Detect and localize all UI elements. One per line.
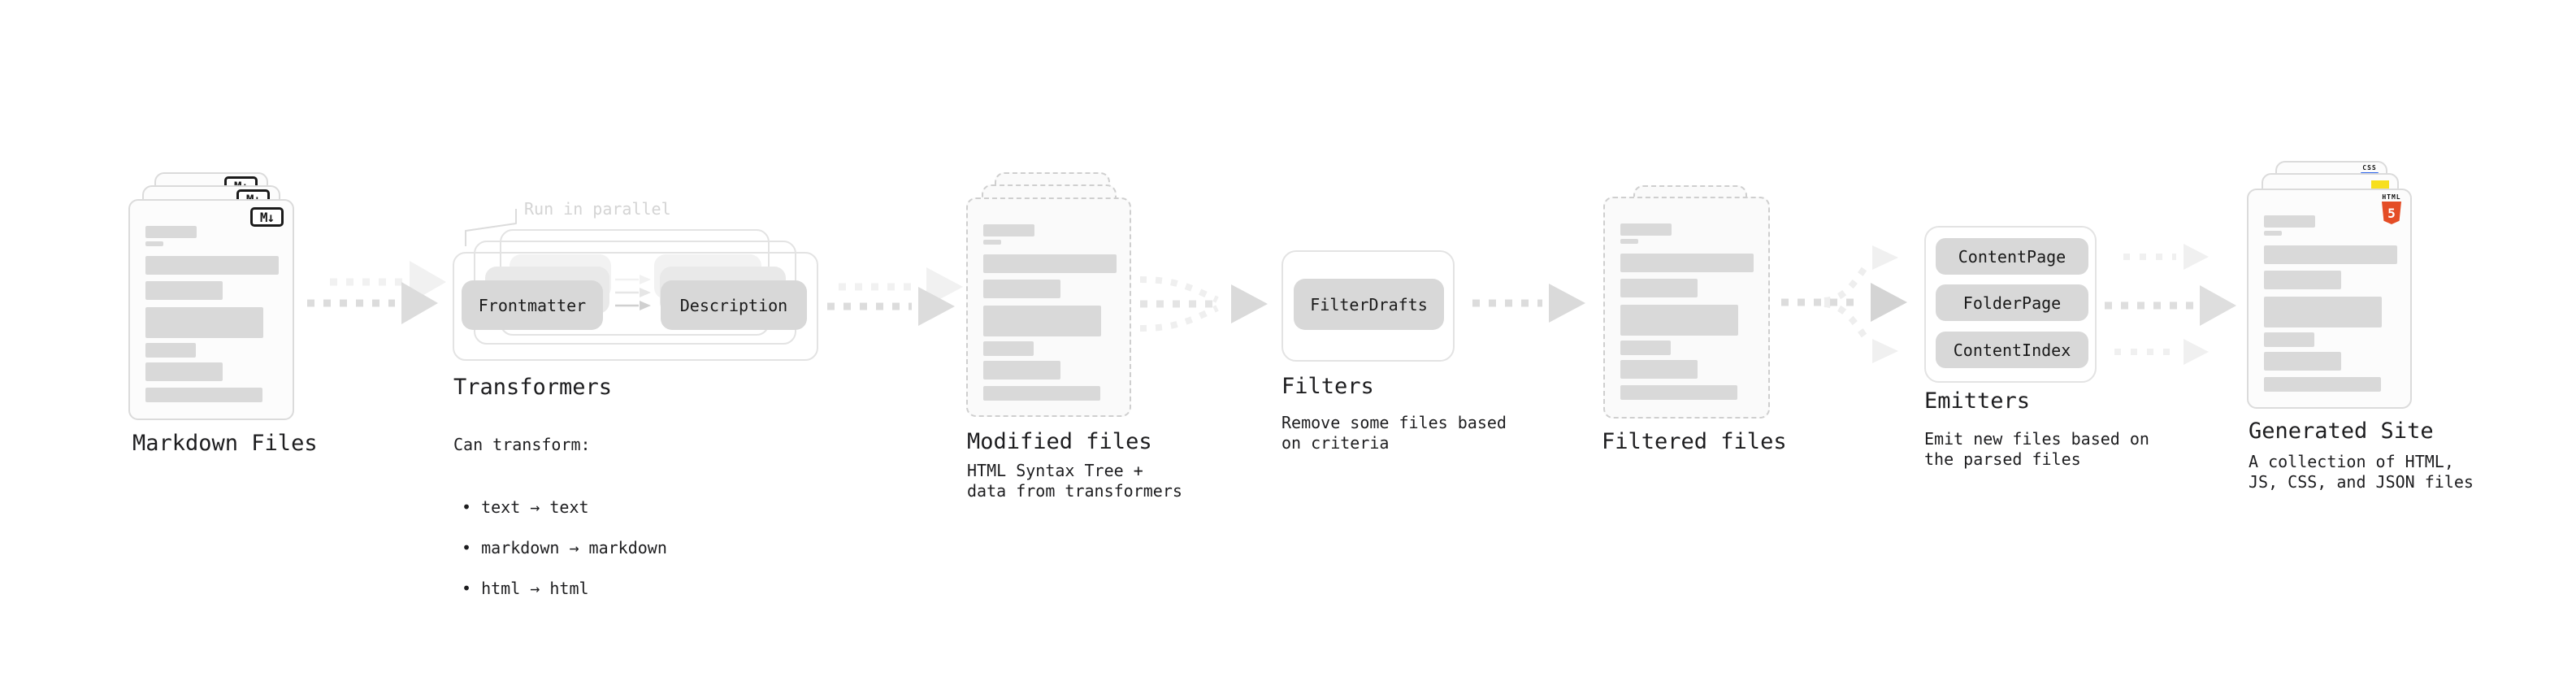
markdown-doc-front: M↓ bbox=[128, 199, 294, 420]
generated-site-stack: CSS HTML 5 bbox=[2247, 161, 2413, 413]
markdown-icon: M↓ bbox=[250, 207, 284, 227]
document-skeleton bbox=[145, 226, 279, 402]
filters-container: FilterDrafts bbox=[1281, 250, 1455, 362]
node-folderpage: FolderPage bbox=[1936, 284, 2088, 321]
bullet-markdown-to-markdown: • markdown → markdown bbox=[462, 538, 667, 557]
arrow-modified-to-filters bbox=[1139, 276, 1268, 332]
modified-doc-front bbox=[966, 197, 1131, 417]
markdown-files-stack: M↓ M↓ M↓ bbox=[128, 172, 294, 420]
filtered-files-label: Filtered files bbox=[1602, 429, 1787, 454]
arrow-transformers-to-modified bbox=[827, 267, 963, 326]
modified-files-label: Modified files bbox=[967, 429, 1152, 454]
js-icon bbox=[2371, 180, 2389, 189]
node-contentpage: ContentPage bbox=[1936, 238, 2088, 275]
html5-icon-label: HTML bbox=[2382, 193, 2401, 201]
bullet-html-to-html: • html → html bbox=[462, 579, 589, 598]
html5-icon-shield: 5 bbox=[2382, 202, 2401, 224]
emitters-label: Emitters bbox=[1924, 388, 2031, 414]
filters-label: Filters bbox=[1281, 374, 1374, 399]
modified-files-stack bbox=[966, 172, 1133, 420]
node-filterdrafts: FilterDrafts bbox=[1294, 279, 1444, 330]
filtered-files-stack bbox=[1603, 185, 1771, 421]
annotation-callout-line bbox=[465, 209, 517, 246]
emitters-caption: Emit new files based on the parsed files bbox=[1924, 429, 2149, 469]
html-doc-front: HTML 5 bbox=[2247, 189, 2412, 409]
arrow-markdown-to-transformers bbox=[307, 261, 446, 324]
transformers-label: Transformers bbox=[453, 375, 613, 400]
can-transform-heading: Can transform: bbox=[453, 435, 591, 454]
arrow-emitters-to-generated bbox=[2105, 244, 2236, 365]
bullet-text-to-text: • text → text bbox=[462, 497, 589, 517]
markdown-files-label: Markdown Files bbox=[132, 431, 318, 456]
arrow-filtered-to-emitters bbox=[1781, 245, 1907, 363]
transformers-caption: Can transform: • text → text • markdown … bbox=[453, 414, 667, 640]
arrow-filters-to-filtered bbox=[1472, 284, 1585, 323]
filters-caption: Remove some files based on criteria bbox=[1281, 413, 1507, 453]
document-skeleton bbox=[2264, 215, 2397, 392]
document-skeleton bbox=[983, 224, 1117, 401]
transformer-internal-arrows bbox=[615, 275, 651, 310]
node-description: Description bbox=[661, 280, 807, 330]
generated-site-caption: A collection of HTML, JS, CSS, and JSON … bbox=[2249, 452, 2474, 492]
transformer-container-front bbox=[453, 252, 818, 361]
run-in-parallel-annotation: Run in parallel bbox=[524, 199, 671, 219]
css-icon-label: CSS bbox=[2362, 164, 2377, 171]
node-frontmatter: Frontmatter bbox=[462, 280, 603, 330]
node-contentindex: ContentIndex bbox=[1936, 332, 2088, 368]
html5-icon: HTML 5 bbox=[2381, 193, 2402, 224]
modified-files-caption: HTML Syntax Tree + data from transformer… bbox=[967, 461, 1182, 501]
emitters-container: ContentPage FolderPage ContentIndex bbox=[1924, 226, 2097, 383]
transform-bullets: • text → text • markdown → markdown • ht… bbox=[453, 477, 667, 619]
generated-site-label: Generated Site bbox=[2249, 419, 2434, 444]
filtered-doc-front bbox=[1603, 197, 1770, 419]
document-skeleton bbox=[1620, 223, 1754, 400]
